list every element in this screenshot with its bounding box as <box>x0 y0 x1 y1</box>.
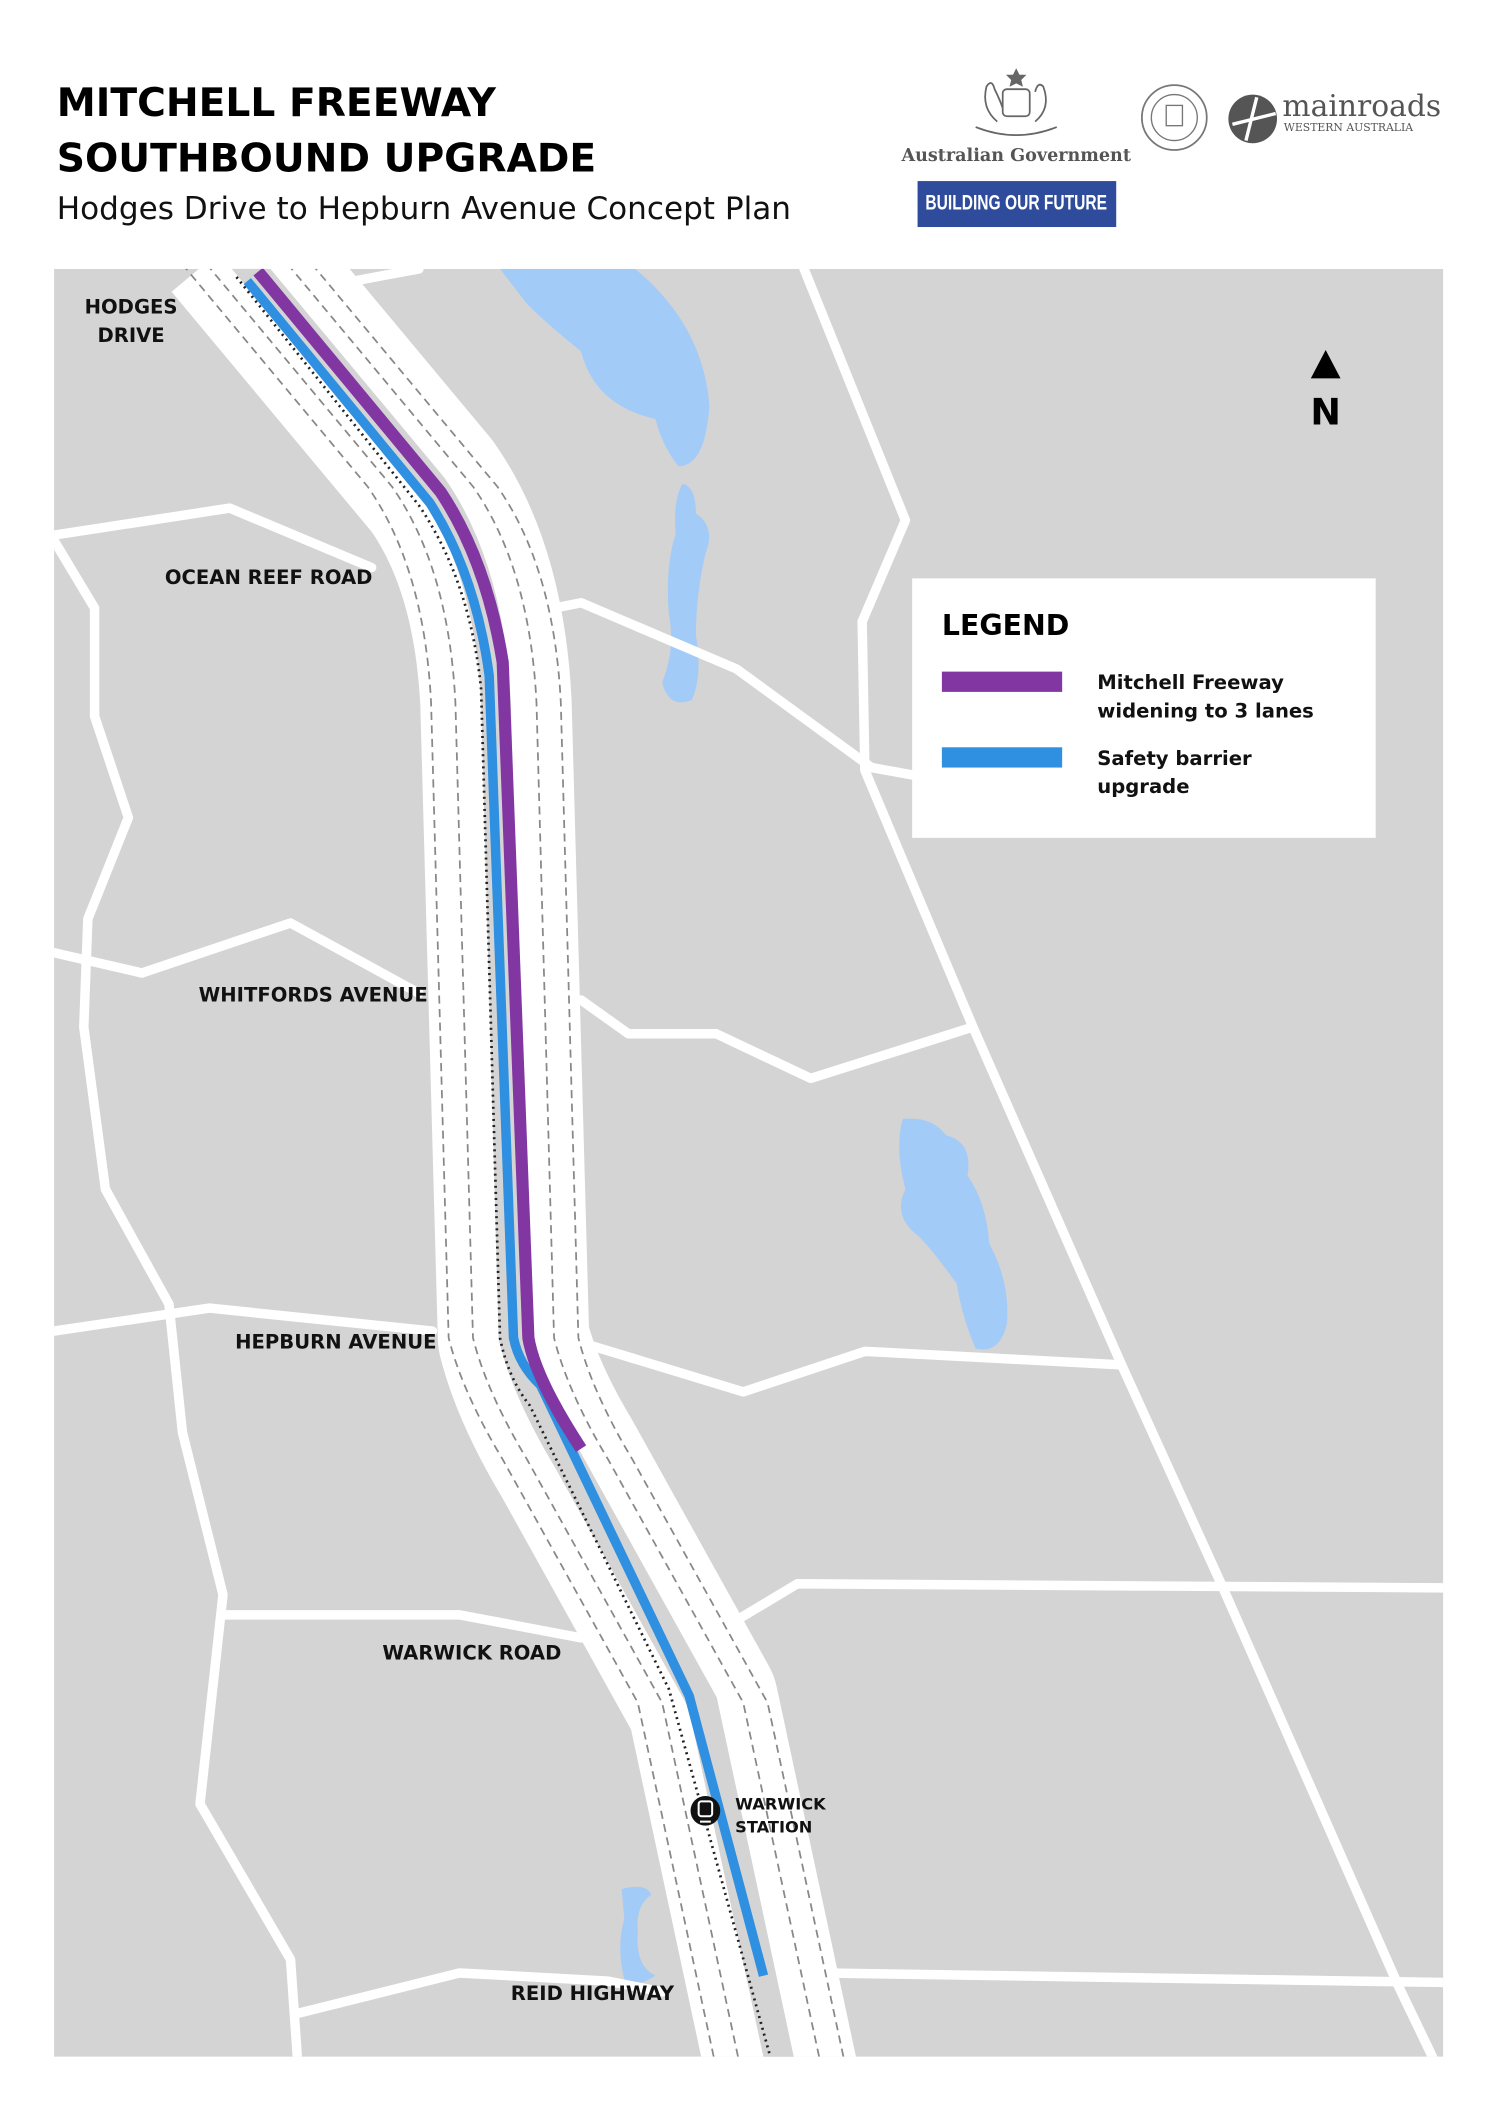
legend-box <box>912 578 1376 838</box>
building-our-future-badge <box>917 181 1117 228</box>
legend-title: LEGEND <box>941 609 1070 642</box>
north-arrow-icon <box>1310 349 1341 379</box>
hodges-drive-label-1: HODGES <box>84 297 178 319</box>
railway-line <box>235 276 772 2057</box>
warwick-road-label: WARWICK ROAD <box>382 1643 562 1665</box>
whitfords-avenue-label: WHITFORDS AVENUE <box>198 985 428 1007</box>
map[interactable] <box>54 243 1444 2081</box>
legend-item-widening-2: widening to 3 lanes <box>1097 701 1314 723</box>
wa-government-seal-icon <box>1141 84 1208 151</box>
lake-east <box>899 1118 1008 1350</box>
legend-item-barrier-1: Safety barrier <box>1097 748 1252 771</box>
mainroads-logo-icon <box>1228 94 1278 144</box>
australian-government-text: Australian Government <box>901 145 1131 167</box>
lake-south <box>620 1886 656 1984</box>
legend-swatch-barrier <box>941 747 1063 768</box>
safety-barrier-upgrade-line <box>243 278 769 1977</box>
station-label-line-1: WARWICK <box>735 1794 826 1814</box>
legend-item-barrier-2: upgrade <box>1097 777 1190 799</box>
legend-swatch-widening <box>941 671 1063 692</box>
hepburn-avenue-label: HEPBURN AVENUE <box>235 1332 437 1355</box>
hodges-drive-label-2: DRIVE <box>97 325 165 348</box>
title-line-1: MITCHELL FREEWAY <box>56 79 496 126</box>
mainroads-subtext: WESTERN AUSTRALIA <box>1283 121 1414 134</box>
station-label-line-2: STATION <box>735 1817 813 1837</box>
building-our-future-text: BUILDING OUR FUTURE <box>925 191 1108 215</box>
subtitle: Hodges Drive to Hepburn Avenue Concept P… <box>56 191 792 228</box>
title-line-2: SOUTHBOUND UPGRADE <box>56 135 597 182</box>
legend-item-widening-1: Mitchell Freeway <box>1097 672 1284 695</box>
north-label: N <box>1310 391 1341 434</box>
ocean-reef-road-label: OCEAN REEF ROAD <box>164 567 373 590</box>
australian-government-crest-icon <box>975 68 1058 137</box>
train-station-icon <box>690 1795 721 1826</box>
freeway-widening-line <box>253 268 587 1452</box>
reid-highway-label: REID HIGHWAY <box>510 1983 675 2006</box>
mainroads-text: mainroads <box>1282 90 1442 125</box>
lake-north <box>499 268 710 467</box>
local-roads <box>54 268 1444 2057</box>
